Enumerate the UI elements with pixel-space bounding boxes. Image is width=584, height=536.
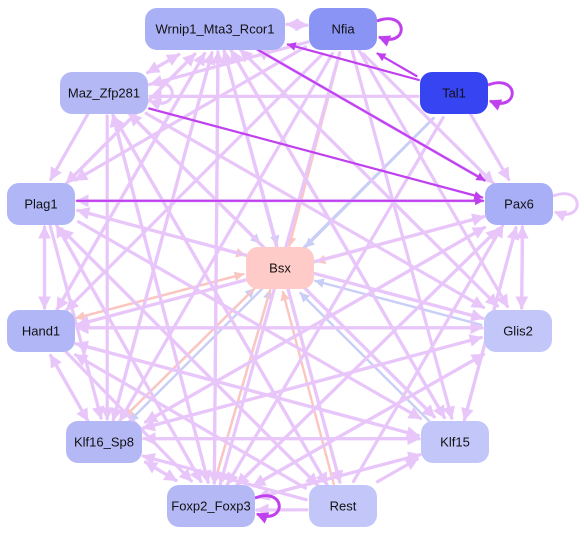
- node-box-tal1[interactable]: [420, 72, 488, 114]
- node-box-glis2[interactable]: [484, 310, 552, 352]
- node-rest[interactable]: Rest: [309, 485, 377, 527]
- node-label-wrnip1: Wrnip1_Mta3_Rcor1: [156, 22, 275, 37]
- node-maz[interactable]: Maz_Zfp281: [60, 72, 148, 114]
- node-wrnip1[interactable]: Wrnip1_Mta3_Rcor1: [145, 8, 285, 50]
- edge-maz-to-glis2: [144, 111, 486, 309]
- node-box-maz[interactable]: [60, 72, 148, 114]
- node-box-plag1[interactable]: [7, 183, 75, 225]
- node-klf15[interactable]: Klf15: [421, 421, 489, 463]
- node-label-pax6: Pax6: [504, 197, 534, 212]
- self-loop-foxp2: [254, 494, 281, 524]
- edge-nfia-to-plag1: [73, 45, 308, 182]
- edge-hand1-to-foxp2: [64, 350, 193, 483]
- node-box-hand1[interactable]: [7, 310, 75, 352]
- edge-klf16-to-wrnip1: [111, 51, 216, 422]
- edge-plag1-to-klf16: [48, 224, 105, 420]
- edge-rest-to-pax6: [351, 223, 505, 484]
- node-box-bsx[interactable]: [246, 247, 314, 289]
- node-foxp2[interactable]: Foxp2_Foxp3: [167, 485, 255, 527]
- node-bsx[interactable]: Bsx: [246, 247, 314, 289]
- edge-tal1-to-foxp2: [225, 115, 445, 487]
- node-label-rest: Rest: [330, 499, 357, 514]
- edge-klf15-to-wrnip1: [229, 48, 446, 420]
- edge-rest-to-klf15: [375, 457, 420, 484]
- node-label-maz: Maz_Zfp281: [68, 86, 140, 101]
- edge-nfia-to-glis2: [357, 48, 510, 309]
- edge-layer: [38, 18, 529, 517]
- edge-foxp2-to-pax6: [235, 227, 500, 487]
- edge-tal1-to-wrnip1: [286, 42, 420, 82]
- node-box-wrnip1[interactable]: [145, 8, 285, 50]
- edge-foxp2-to-wrnip1: [211, 50, 225, 485]
- node-label-hand1: Hand1: [22, 324, 60, 339]
- self-loop-nfia: [376, 17, 403, 47]
- edge-wrnip1-to-pax6: [256, 48, 486, 182]
- edge-klf16-to-hand1: [49, 353, 90, 423]
- node-label-klf15: Klf15: [440, 435, 470, 450]
- node-box-rest[interactable]: [309, 485, 377, 527]
- node-label-nfia: Nfia: [331, 22, 355, 37]
- self-loop-layer: [147, 17, 579, 524]
- edge-rest-to-hand1: [73, 353, 308, 490]
- edge-rest-to-bsx: [280, 290, 335, 485]
- edge-nfia-to-pax6: [361, 52, 495, 185]
- edge-tal1-to-nfia: [376, 52, 418, 78]
- node-nfia[interactable]: Nfia: [309, 8, 377, 50]
- node-klf16[interactable]: Klf16_Sp8: [66, 421, 142, 463]
- edge-klf15-to-bsx: [299, 291, 431, 423]
- node-pax6[interactable]: Pax6: [485, 183, 553, 225]
- edge-plag1-to-klf15: [76, 220, 423, 420]
- edge-rest-to-klf16: [141, 452, 308, 502]
- node-label-bsx: Bsx: [269, 261, 291, 276]
- edge-bsx-to-foxp2: [212, 289, 272, 484]
- edge-nfia-to-wrnip1: [285, 18, 309, 32]
- node-label-plag1: Plag1: [24, 197, 57, 212]
- edge-rest-to-maz: [112, 115, 329, 487]
- node-hand1[interactable]: Hand1: [7, 310, 75, 352]
- node-glis2[interactable]: Glis2: [484, 310, 552, 352]
- edge-glis2-to-wrnip1: [238, 48, 499, 308]
- node-tal1[interactable]: Tal1: [420, 72, 488, 114]
- node-box-klf16[interactable]: [66, 421, 142, 463]
- edge-glis2-to-pax6: [515, 225, 529, 310]
- edge-maz-to-pax6: [148, 107, 484, 200]
- node-label-foxp2: Foxp2_Foxp3: [171, 499, 251, 514]
- edge-foxp2-to-plag1: [55, 223, 203, 484]
- node-box-nfia[interactable]: [309, 8, 377, 50]
- node-label-klf16: Klf16_Sp8: [74, 435, 134, 450]
- edge-foxp2-to-glis2: [252, 352, 486, 488]
- edge-tal1-to-pax6: [469, 112, 511, 182]
- self-loop-tal1: [487, 81, 514, 111]
- node-label-tal1: Tal1: [442, 86, 466, 101]
- node-box-foxp2[interactable]: [167, 485, 255, 527]
- edge-klf16-to-pax6: [143, 225, 487, 424]
- edge-maz-to-wrnip1: [146, 52, 181, 75]
- self-loop-pax6: [552, 192, 579, 222]
- node-plag1[interactable]: Plag1: [7, 183, 75, 225]
- edge-maz-to-plag1: [49, 112, 90, 182]
- node-box-pax6[interactable]: [485, 183, 553, 225]
- node-label-glis2: Glis2: [503, 324, 533, 339]
- self-loop-maz: [147, 81, 174, 111]
- node-box-klf15[interactable]: [421, 421, 489, 463]
- edge-nfia-to-klf16: [118, 51, 335, 423]
- edge-rest-to-plag1: [59, 227, 320, 487]
